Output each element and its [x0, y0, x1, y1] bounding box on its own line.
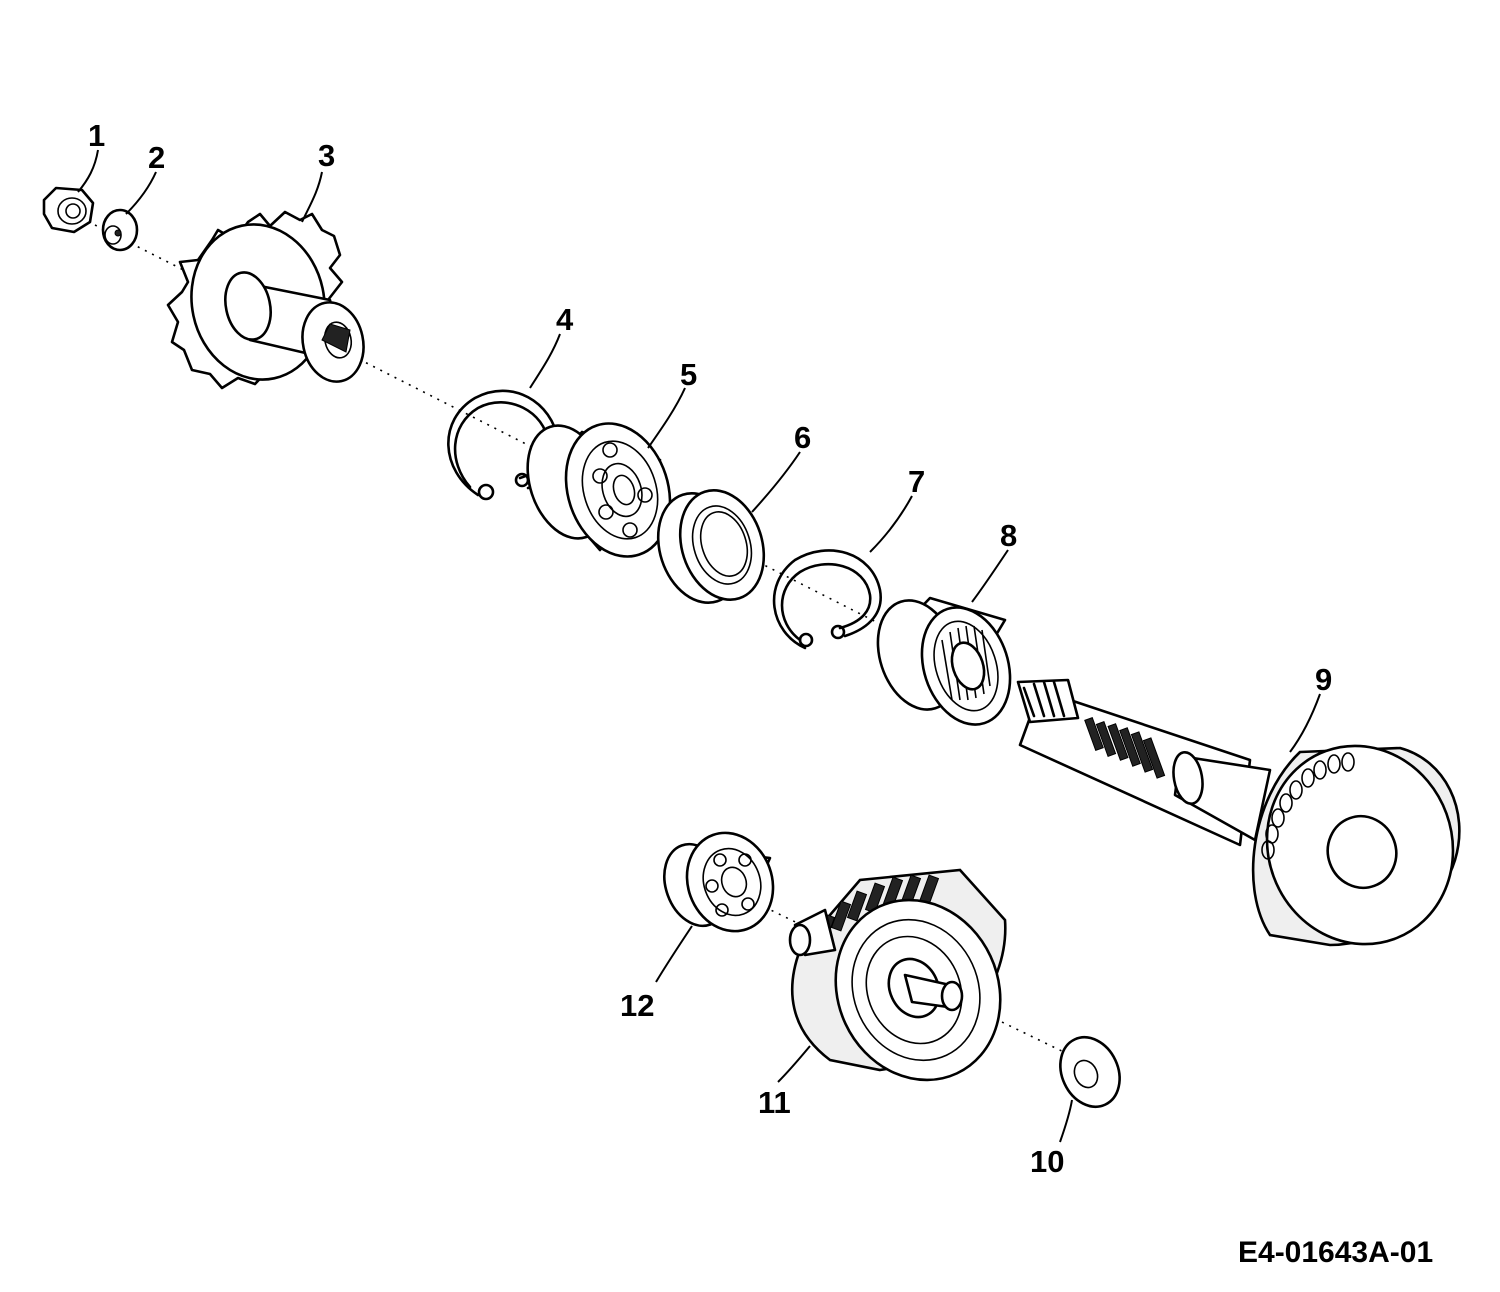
gear-teeth — [1261, 752, 1355, 860]
callout-2: 2 — [148, 140, 165, 175]
callout-12: 12 — [620, 988, 654, 1023]
callout-7: 7 — [908, 464, 925, 499]
part-3-sprocket — [166, 210, 365, 390]
part-5-ball-bearing — [526, 422, 672, 558]
reference-code: E4-01643A-01 — [1238, 1236, 1433, 1269]
callout-6: 6 — [794, 420, 811, 455]
callout-10: 10 — [1030, 1144, 1064, 1179]
part-2-washer — [101, 208, 139, 252]
part-6-seal-ring — [656, 489, 766, 604]
shaft-thread — [1022, 680, 1066, 718]
callout-1: 1 — [88, 118, 105, 153]
part-10-washer — [1059, 1035, 1121, 1109]
callout-9: 9 — [1315, 662, 1332, 697]
part-11-gear — [788, 868, 1007, 1082]
part-8-needle-bearing — [876, 596, 1012, 726]
leader-lines — [77, 149, 1321, 1143]
part-12-ball-bearing — [663, 831, 775, 933]
shaft-splines — [1084, 716, 1166, 779]
callout-11: 11 — [758, 1085, 791, 1120]
callout-4: 4 — [556, 302, 574, 337]
callout-8: 8 — [1000, 518, 1017, 553]
callout-labels: 1 2 3 4 5 6 7 8 9 10 11 12 — [88, 118, 1332, 1179]
part-1-nut — [42, 186, 95, 234]
callout-3: 3 — [318, 138, 335, 173]
part-7-retaining-ring — [772, 549, 882, 650]
part-9-gear-shaft — [1016, 678, 1461, 947]
callout-5: 5 — [680, 357, 697, 392]
